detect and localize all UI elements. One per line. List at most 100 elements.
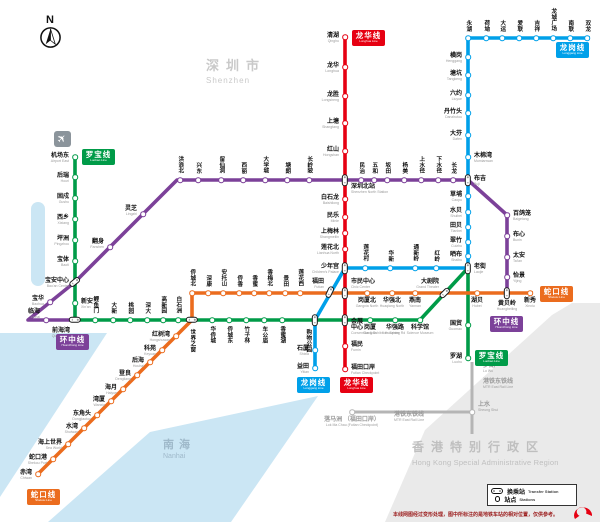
line-badge-zh: 蛇口线 [30, 490, 57, 499]
station-dot [412, 265, 418, 271]
region-label-hongkong: 香港特别行政区 Hong Kong Special Administrative… [412, 438, 559, 467]
station-name-en: Convention & Exhibition Center [351, 331, 400, 336]
station-dot [107, 244, 113, 250]
station-label: 侨城东 [226, 326, 232, 344]
station-name-zh: 落马洲 （福田口岸） [324, 417, 380, 423]
station-name-en: Minle [330, 218, 339, 223]
station-label: 莲花村 [362, 244, 368, 262]
station-name-en: Lianhua North [317, 250, 339, 255]
station-dot [72, 258, 78, 264]
station-dot [312, 347, 318, 353]
station-dot [465, 355, 471, 361]
transfer-station-capsule [311, 314, 319, 326]
station-dot [533, 35, 539, 41]
station-label: 红岭 [433, 250, 439, 262]
station-name-zh: 太安 [513, 253, 526, 259]
station-label: 杨美 [401, 162, 407, 174]
station-dot [279, 317, 285, 323]
station-name-en: Haiyue [106, 390, 117, 395]
station-dot [465, 54, 471, 60]
station-name-zh: 通新岭 [412, 244, 419, 262]
station-name-zh: 海上世界 [37, 440, 62, 446]
transfer-station-capsule [464, 174, 472, 186]
station-dot [465, 92, 471, 98]
station-name-zh: 布吉 [474, 176, 487, 182]
station-name-zh: 黄贝岭 [497, 301, 516, 307]
station-name-zh: 赤湾 [19, 470, 32, 476]
station-label: 西丽 [240, 162, 246, 174]
city-name-zh: 深圳市 [206, 58, 267, 73]
station-label: 留仙洞 [218, 156, 224, 174]
station-name-en: Fanshen [90, 244, 104, 249]
station-label: 大运 [499, 20, 505, 32]
station-name-en: Gushu [58, 199, 69, 204]
station-dot [387, 265, 393, 271]
station-name-zh: 港铁东铁线 [483, 379, 514, 385]
station-name-zh: 大运 [499, 20, 506, 32]
station-name-zh: 布心 [513, 232, 526, 238]
station-dot [504, 212, 510, 218]
station-dot [342, 246, 348, 252]
station-name-zh: 白石洲 [175, 296, 182, 314]
station-name-zh: 香蜜湖 [279, 326, 286, 344]
hongkong-land [385, 303, 600, 522]
station-dot [72, 300, 78, 306]
line-badge-en: Shekou Line [548, 295, 565, 300]
station-name-zh: 翠竹 [449, 238, 462, 244]
station-dot [516, 35, 522, 41]
station-dot [465, 154, 471, 160]
transfer-station-capsule [341, 314, 349, 326]
station-dot [218, 177, 224, 183]
station-dot [195, 177, 201, 183]
city-label-shenzhen: 深圳市 Shenzhen [206, 55, 266, 85]
station-dot [465, 132, 471, 138]
station-dot [236, 290, 242, 296]
station-name-zh: 机场东 [50, 153, 69, 159]
station-dot [367, 317, 373, 323]
station-name-zh: 下水径 [435, 156, 442, 174]
station-name-zh: 新安 [81, 299, 94, 305]
station-dot [120, 386, 126, 392]
station-name-en: Houhai [132, 363, 144, 368]
station-label: 吉祥 [533, 20, 539, 32]
legend-station-en: Stations [519, 496, 536, 502]
station-label: 高新园 [160, 296, 166, 314]
line-badge-en: Longgang Line [303, 386, 324, 391]
line-badge-zh: 龙岗线 [300, 378, 327, 387]
station-dot [35, 471, 41, 477]
station-label: 爱联 [516, 20, 522, 32]
station-name-en: Danzhutou [445, 114, 462, 119]
station-name-en: Dafen [452, 136, 462, 141]
station-name-zh: 宝华 [31, 296, 44, 302]
station-dot [465, 72, 471, 78]
station-name-zh: 湾厦 [92, 397, 105, 403]
station-name-zh: 福田口岸 [351, 365, 376, 371]
station-name-zh: 红树湾 [151, 332, 170, 338]
station-label: 安托山 [220, 269, 226, 287]
station-name-zh: 益田 [296, 364, 309, 370]
transfer-station-capsule [438, 286, 452, 300]
line-badge-en: Longhua Line [347, 386, 366, 391]
station-dot [504, 254, 510, 260]
station-dot [504, 274, 510, 280]
legend-transfer-en: Transfer Station [528, 488, 559, 494]
station-dot [72, 195, 78, 201]
station-name-zh: 六约 [449, 91, 462, 97]
station-label: 通新岭 [412, 244, 418, 262]
station-name-zh: 五和 [371, 162, 378, 174]
station-name-zh: 后瑞 [56, 173, 69, 179]
